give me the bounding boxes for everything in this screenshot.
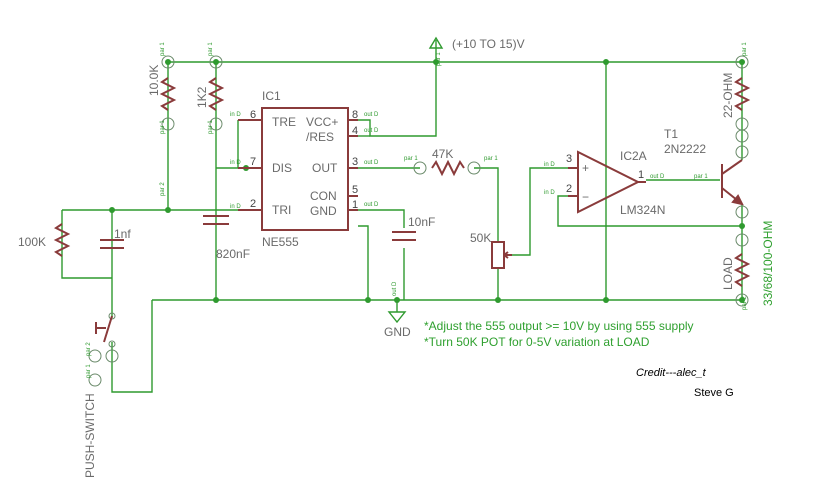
resistor-22ohm — [733, 55, 751, 159]
pin-out: OUT — [312, 161, 338, 175]
ic2-part: LM324N — [620, 203, 665, 217]
c-10nf-label: 10nF — [408, 215, 435, 229]
load-label: LOAD — [721, 257, 735, 290]
transistor-t1 — [721, 159, 744, 206]
pin-num-6: 6 — [250, 109, 256, 121]
svg-text:in D: in D — [230, 160, 241, 166]
junction-dots — [109, 59, 745, 303]
svg-text:in D: in D — [230, 204, 241, 210]
pin-num-3: 3 — [352, 156, 358, 168]
opamp-minus: − — [582, 190, 589, 204]
pin-num-8: 8 — [352, 109, 358, 121]
svg-text:par 1: par 1 — [208, 42, 214, 56]
svg-text:par 1: par 1 — [86, 364, 92, 378]
pin-vcc: VCC+ — [306, 115, 338, 129]
svg-text:out D: out D — [650, 174, 665, 180]
c-820nf-label: 820nF — [216, 247, 250, 261]
ic2-ref: IC2A — [620, 149, 647, 163]
svg-text:out D: out D — [364, 128, 379, 134]
opamp-pin-2: 2 — [566, 183, 572, 195]
pin-num-5: 5 — [352, 184, 358, 196]
note-1: *Adjust the 555 output >= 10V by using 5… — [424, 319, 694, 333]
note-2: *Turn 50K POT for 0-5V variation at LOAD — [424, 335, 650, 349]
svg-text:par 1: par 1 — [208, 120, 214, 134]
svg-text:out D: out D — [364, 202, 379, 208]
r-47k-label: 47K — [432, 147, 453, 161]
pin-num-2: 2 — [250, 198, 256, 210]
pin-num-7: 7 — [250, 156, 256, 168]
t1-part: 2N2222 — [664, 142, 706, 156]
pin-tre: TRE — [272, 115, 296, 129]
svg-text:par 2: par 2 — [160, 182, 166, 196]
pin-res: /RES — [306, 130, 334, 144]
wires — [61, 40, 743, 393]
pin-dis: DIS — [272, 161, 292, 175]
potentiometer-50k — [491, 241, 512, 269]
resistor-47k — [413, 159, 481, 177]
ic1-ref: IC1 — [262, 89, 281, 103]
resistor-1k2 — [207, 55, 225, 131]
push-switch-icon — [88, 312, 119, 387]
r-22ohm-label: 22-OHM — [721, 73, 735, 118]
resistor-10k — [159, 55, 177, 131]
pin-num-1: 1 — [352, 199, 358, 211]
pin-con: CON — [310, 189, 337, 203]
author-text: Steve G — [694, 387, 734, 399]
ground-icon — [387, 311, 407, 324]
svg-text:par 1: par 1 — [694, 174, 708, 180]
pin-tri: TRI — [272, 203, 291, 217]
r-100k-label: 100K — [18, 235, 46, 249]
load-values-label: 33/68/100-OHM — [761, 221, 775, 306]
supply-label: (+10 TO 15)V — [452, 37, 525, 51]
credit-text: Credit---alec_t — [636, 367, 707, 379]
supply-arrow-icon — [428, 36, 444, 49]
svg-text:par 2: par 2 — [742, 296, 748, 310]
svg-text:par 1: par 1 — [404, 156, 418, 162]
svg-text:out D: out D — [364, 160, 379, 166]
r-10k-label: 10.0K — [147, 65, 161, 96]
svg-text:out D: out D — [364, 112, 379, 118]
svg-text:par 1: par 1 — [160, 120, 166, 134]
svg-text:in D: in D — [230, 112, 241, 118]
capacitor-820nf — [203, 215, 229, 225]
switch-label: PUSH-SWITCH — [83, 393, 97, 478]
capacitor-10nf — [392, 231, 416, 241]
svg-text:in D: in D — [544, 162, 555, 168]
gnd-label: GND — [384, 325, 411, 339]
resistor-load — [733, 205, 751, 307]
pot-50k-label: 50K — [470, 231, 491, 245]
pin-num-4: 4 — [352, 125, 358, 137]
svg-text:out D: out D — [392, 281, 398, 296]
ne555-chip — [238, 107, 358, 231]
resistor-100k — [53, 223, 71, 257]
pin-tags: par 1 par 1 par 2 par 1 par 1 par 1 out … — [86, 42, 748, 378]
opamp-plus: + — [582, 161, 589, 175]
r-1k2-label: 1K2 — [195, 86, 209, 108]
capacitor-1nf — [100, 239, 124, 249]
t1-ref: T1 — [664, 127, 678, 141]
ic1-part: NE555 — [262, 235, 299, 249]
svg-text:par 1: par 1 — [484, 156, 498, 162]
c-1nf-label: 1nf — [114, 227, 131, 241]
svg-text:par 2: par 2 — [86, 342, 92, 356]
svg-text:par 1: par 1 — [436, 52, 442, 66]
opamp-pin-3: 3 — [566, 153, 572, 165]
opamp-lm324 — [568, 150, 646, 214]
opamp-pin-1: 1 — [638, 169, 644, 181]
svg-text:in D: in D — [544, 190, 555, 196]
pin-gnd: GND — [310, 204, 337, 218]
svg-text:par 1: par 1 — [160, 42, 166, 56]
svg-text:par 1: par 1 — [742, 42, 748, 56]
